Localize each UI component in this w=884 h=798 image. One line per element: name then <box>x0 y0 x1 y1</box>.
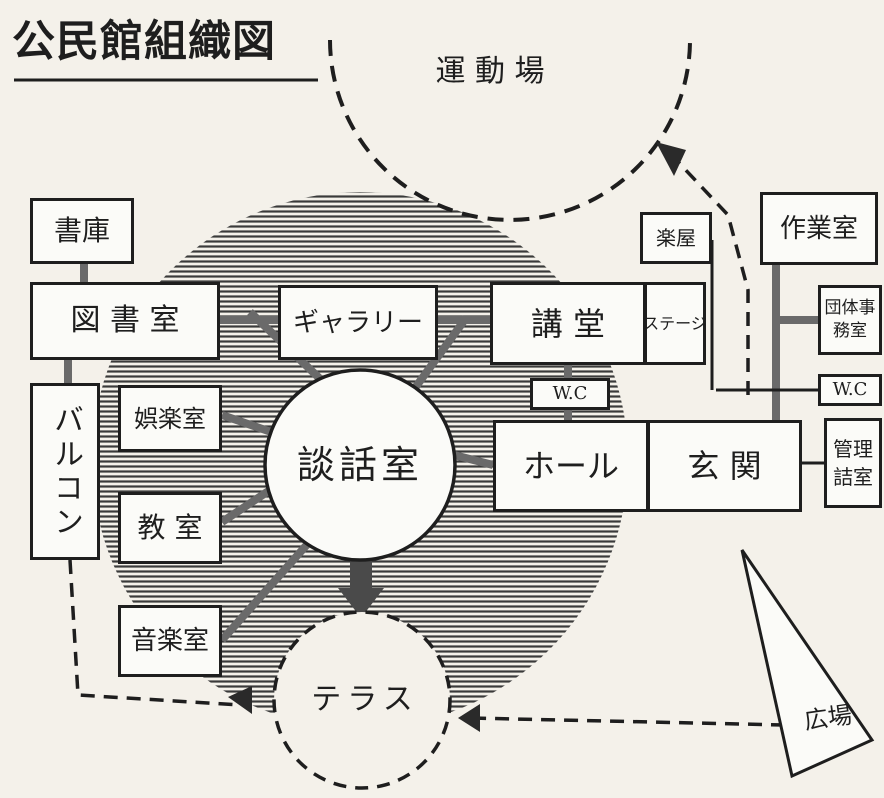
lounge-circle <box>263 368 457 562</box>
group-office-box: 団体事務室 <box>818 285 882 355</box>
dashed-paths <box>68 146 786 727</box>
arrow-to-sports-ground <box>656 142 686 176</box>
wc-right-box: W.C <box>818 374 882 406</box>
entrance-box: 玄 関 <box>647 420 802 512</box>
sports-ground-arc <box>328 39 692 222</box>
terrace-label: テラス <box>311 682 419 717</box>
arrow-from-balcony <box>228 686 252 714</box>
plaza-triangle <box>740 549 875 779</box>
workshop-box: 作業室 <box>760 192 878 265</box>
archive-box: 書庫 <box>30 198 134 264</box>
sports-ground-label: 運 動 場 <box>435 54 545 89</box>
recreation-room-box: 娯楽室 <box>118 385 222 452</box>
hall-box: ホール <box>493 420 649 512</box>
right-connectors <box>710 240 826 465</box>
wc-auditorium-box: W.C <box>530 378 610 410</box>
auditorium-box: 講 堂 <box>490 282 646 365</box>
balcony-box: バルコン <box>30 383 100 560</box>
library-box: 図 書 室 <box>30 282 220 360</box>
page-title: 公民館組織図 <box>12 16 276 67</box>
classroom-box: 教 室 <box>118 492 222 564</box>
gallery-box: ギャラリー <box>278 285 438 360</box>
music-room-box: 音楽室 <box>118 605 222 677</box>
arrow-to-terrace <box>458 704 480 732</box>
terrace-circle <box>272 610 452 790</box>
arrow-lounge-terrace <box>338 560 384 618</box>
green-room-box: 楽屋 <box>640 212 712 264</box>
lounge-label: 談話室 <box>296 443 423 487</box>
manager-room-box: 管理詰室 <box>824 418 882 508</box>
stage-box: ステージ <box>643 282 707 365</box>
